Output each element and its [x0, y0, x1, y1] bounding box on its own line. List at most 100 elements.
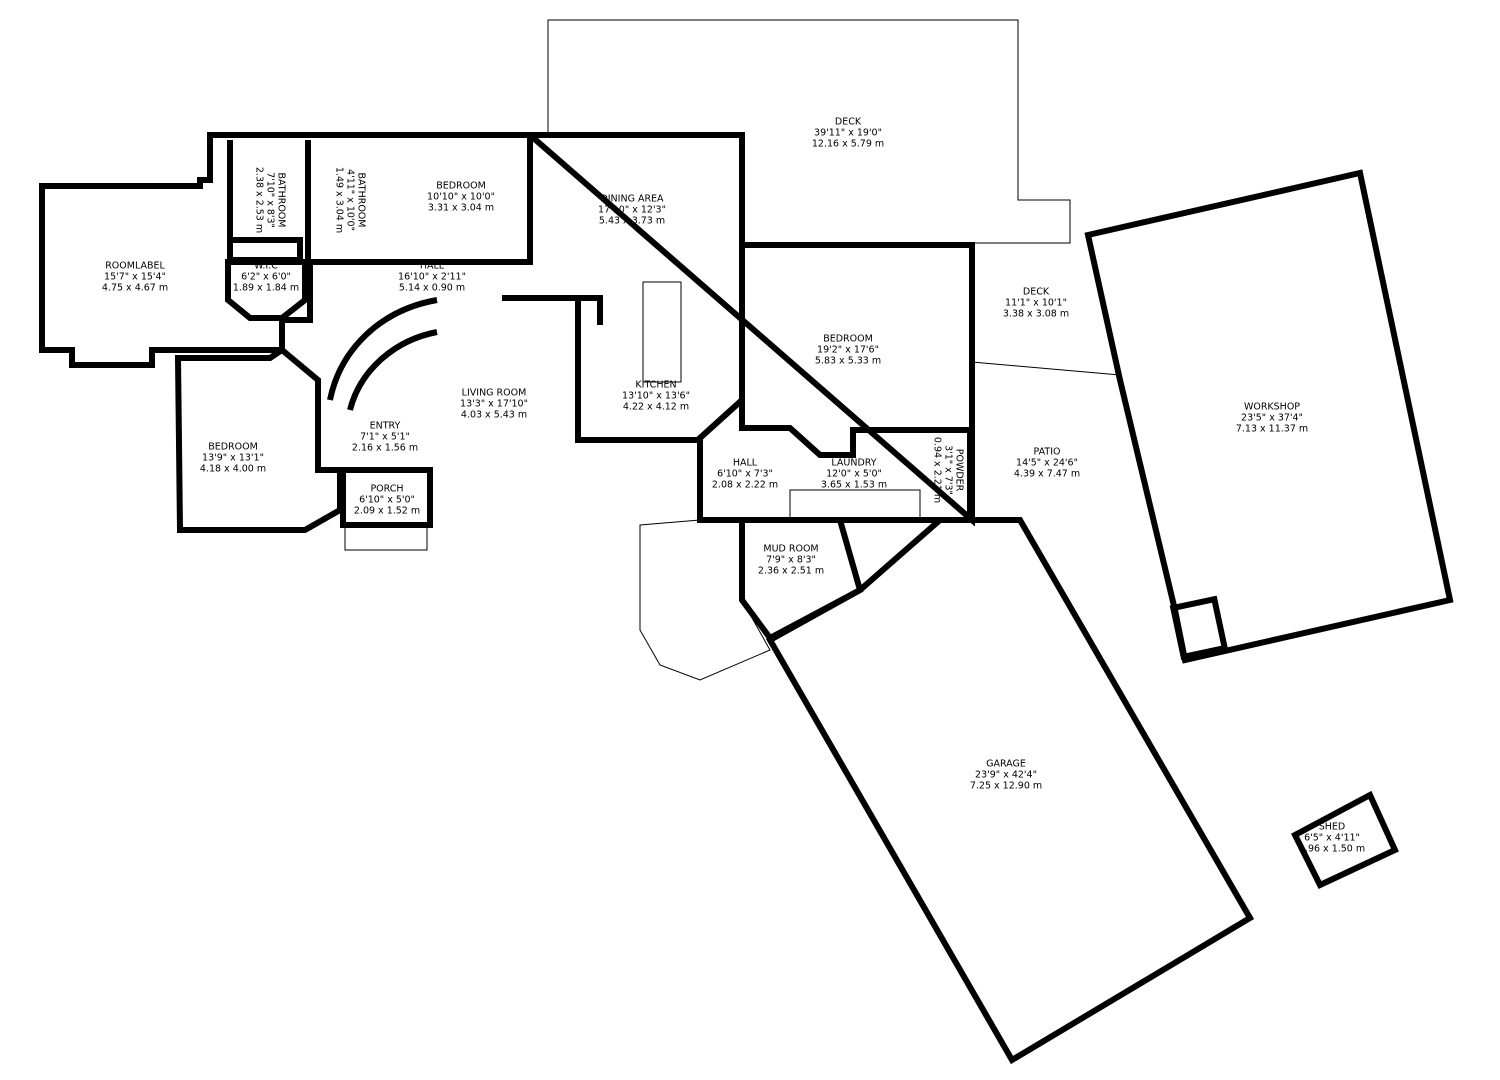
- room-imperial: 7'10" x 8'3": [264, 172, 276, 228]
- room-imperial: 19'2" x 17'6": [817, 344, 879, 356]
- room-metric: 5.83 x 5.33 m: [814, 355, 882, 367]
- porch-steps: [344, 524, 428, 551]
- room-metric: 2.09 x 1.52 m: [353, 505, 421, 517]
- room-metric: 3.65 x 1.53 m: [820, 479, 888, 491]
- room-imperial: 11'1" x 10'1": [1005, 297, 1067, 309]
- living-wall: [502, 295, 603, 325]
- room-metric: 2.38 x 2.53 m: [253, 166, 265, 234]
- room-imperial: 7'9" x 8'3": [766, 554, 816, 566]
- kitchen-wall: [575, 300, 700, 443]
- house-west-wing: [39, 132, 533, 368]
- room-metric: 0.94 x 2.21 m: [931, 436, 943, 504]
- room-metric: 3.31 x 3.04 m: [427, 202, 495, 214]
- room-imperial: 13'3" x 17'10": [460, 398, 528, 410]
- garage: [765, 517, 1255, 1065]
- room-name: LIVING ROOM: [461, 387, 527, 399]
- room-name: W.I.C: [254, 260, 278, 272]
- room-metric: 2.36 x 2.51 m: [757, 565, 825, 577]
- workshop: [1084, 169, 1454, 664]
- room-imperial: 6'2" x 6'0": [241, 271, 291, 283]
- room-metric: 3.38 x 3.08 m: [1002, 308, 1070, 320]
- room-imperial: 15'7" x 15'4": [104, 271, 166, 283]
- room-name: KITCHEN: [635, 379, 677, 391]
- room-imperial: 3'1" x 7'3": [942, 445, 954, 495]
- room-name: DECK: [834, 116, 862, 128]
- shed: [1291, 790, 1399, 889]
- room-metric: 5.43 x 3.73 m: [598, 215, 666, 227]
- room-name: BEDROOM: [823, 333, 873, 345]
- room-metric: 12.16 x 5.79 m: [811, 138, 885, 150]
- room-metric: 4.03 x 5.43 m: [460, 409, 528, 421]
- room-name: LAUNDRY: [831, 457, 877, 469]
- room-metric: 4.18 x 4.00 m: [199, 463, 267, 475]
- room-metric: 4.75 x 4.67 m: [101, 282, 169, 294]
- room-imperial: 6'5" x 4'11": [1304, 832, 1360, 844]
- room-imperial: 14'5" x 24'6": [1016, 457, 1078, 469]
- room-name: ENTRY: [369, 420, 401, 432]
- room-name: POWDER: [953, 448, 965, 492]
- workshop-closet: [1169, 595, 1229, 661]
- room-name: SHED: [1318, 821, 1346, 833]
- room-name: ROOMLABEL: [105, 260, 165, 272]
- patio-outline: [971, 361, 1121, 376]
- room-name: PATIO: [1033, 446, 1061, 458]
- room-metric: 1.89 x 1.84 m: [232, 282, 300, 294]
- room-name: HALL: [419, 260, 445, 272]
- bedroom-sw: [174, 346, 343, 533]
- room-imperial: 4'11" x 10'0": [344, 169, 356, 231]
- room-metric: 4.22 x 4.12 m: [622, 401, 690, 413]
- room-imperial: 12'0" x 5'0": [826, 468, 882, 480]
- wic-wall: [225, 259, 308, 321]
- ramp: [639, 519, 771, 681]
- room-name: PORCH: [370, 483, 404, 495]
- room-imperial: 39'11" x 19'0": [814, 127, 882, 139]
- room-metric: 5.14 x 0.90 m: [398, 282, 466, 294]
- room-metric: 1.96 x 1.50 m: [1298, 843, 1366, 855]
- room-name: MUD ROOM: [763, 543, 819, 555]
- room-imperial: 16'10" x 2'11": [398, 271, 466, 283]
- room-metric: 2.08 x 2.22 m: [711, 479, 779, 491]
- room-imperial: 6'10" x 7'3": [717, 468, 773, 480]
- room-name: WORKSHOP: [1243, 401, 1301, 413]
- room-metric: 1.49 x 3.04 m: [333, 166, 345, 234]
- room-imperial: 10'10" x 10'0": [427, 191, 495, 203]
- room-name: DINING AREA: [600, 193, 664, 205]
- room-imperial: 23'9" x 42'4": [975, 769, 1037, 781]
- laundry-counter: [789, 489, 921, 519]
- room-metric: 7.13 x 11.37 m: [1235, 423, 1309, 435]
- room-imperial: 6'10" x 5'0": [359, 494, 415, 506]
- room-name: BATHROOM: [275, 172, 287, 228]
- room-imperial: 13'9" x 13'1": [202, 452, 264, 464]
- room-imperial: 7'1" x 5'1": [360, 431, 410, 443]
- dining-kitchen: [521, 132, 975, 527]
- room-name: HALL: [732, 457, 758, 469]
- room-metric: 4.39 x 7.47 m: [1013, 468, 1081, 480]
- room-imperial: 17'10" x 12'3": [598, 204, 666, 216]
- room-imperial: 23'5" x 37'4": [1241, 412, 1303, 424]
- room-name: DECK: [1022, 286, 1050, 298]
- kitchen-island: [642, 281, 682, 383]
- deck-outline: [547, 19, 1071, 244]
